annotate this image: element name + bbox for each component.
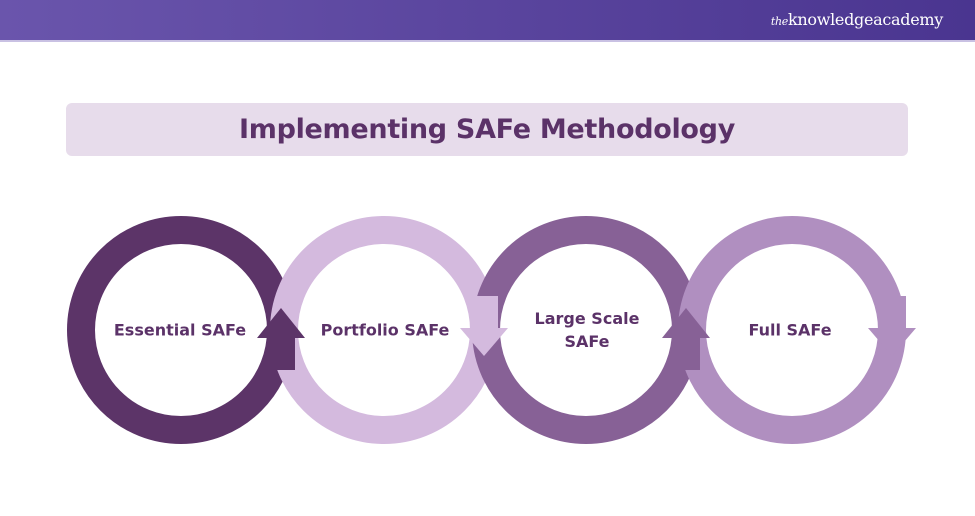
header-bar: theknowledgeacademy	[0, 0, 975, 42]
brand-logo: theknowledgeacademy	[771, 10, 943, 29]
step-label-portfolio: Portfolio SAFe	[320, 320, 450, 340]
arrow-down-icon	[460, 296, 508, 356]
arrow-down-icon	[868, 296, 916, 356]
diagram-title: Implementing SAFe Methodology	[238, 114, 736, 145]
step-label-essential: Essential SAFe	[113, 320, 247, 340]
arrow-up-icon	[662, 308, 710, 370]
brand-prefix: the	[770, 15, 788, 28]
step-label-full: Full SAFe	[748, 320, 832, 340]
title-banner: Implementing SAFe Methodology	[66, 103, 908, 156]
step-label-large-scale: Large Scale SAFe	[534, 309, 640, 351]
brand-name: knowledgeacademy	[787, 10, 943, 29]
arrow-up-icon	[257, 308, 305, 370]
